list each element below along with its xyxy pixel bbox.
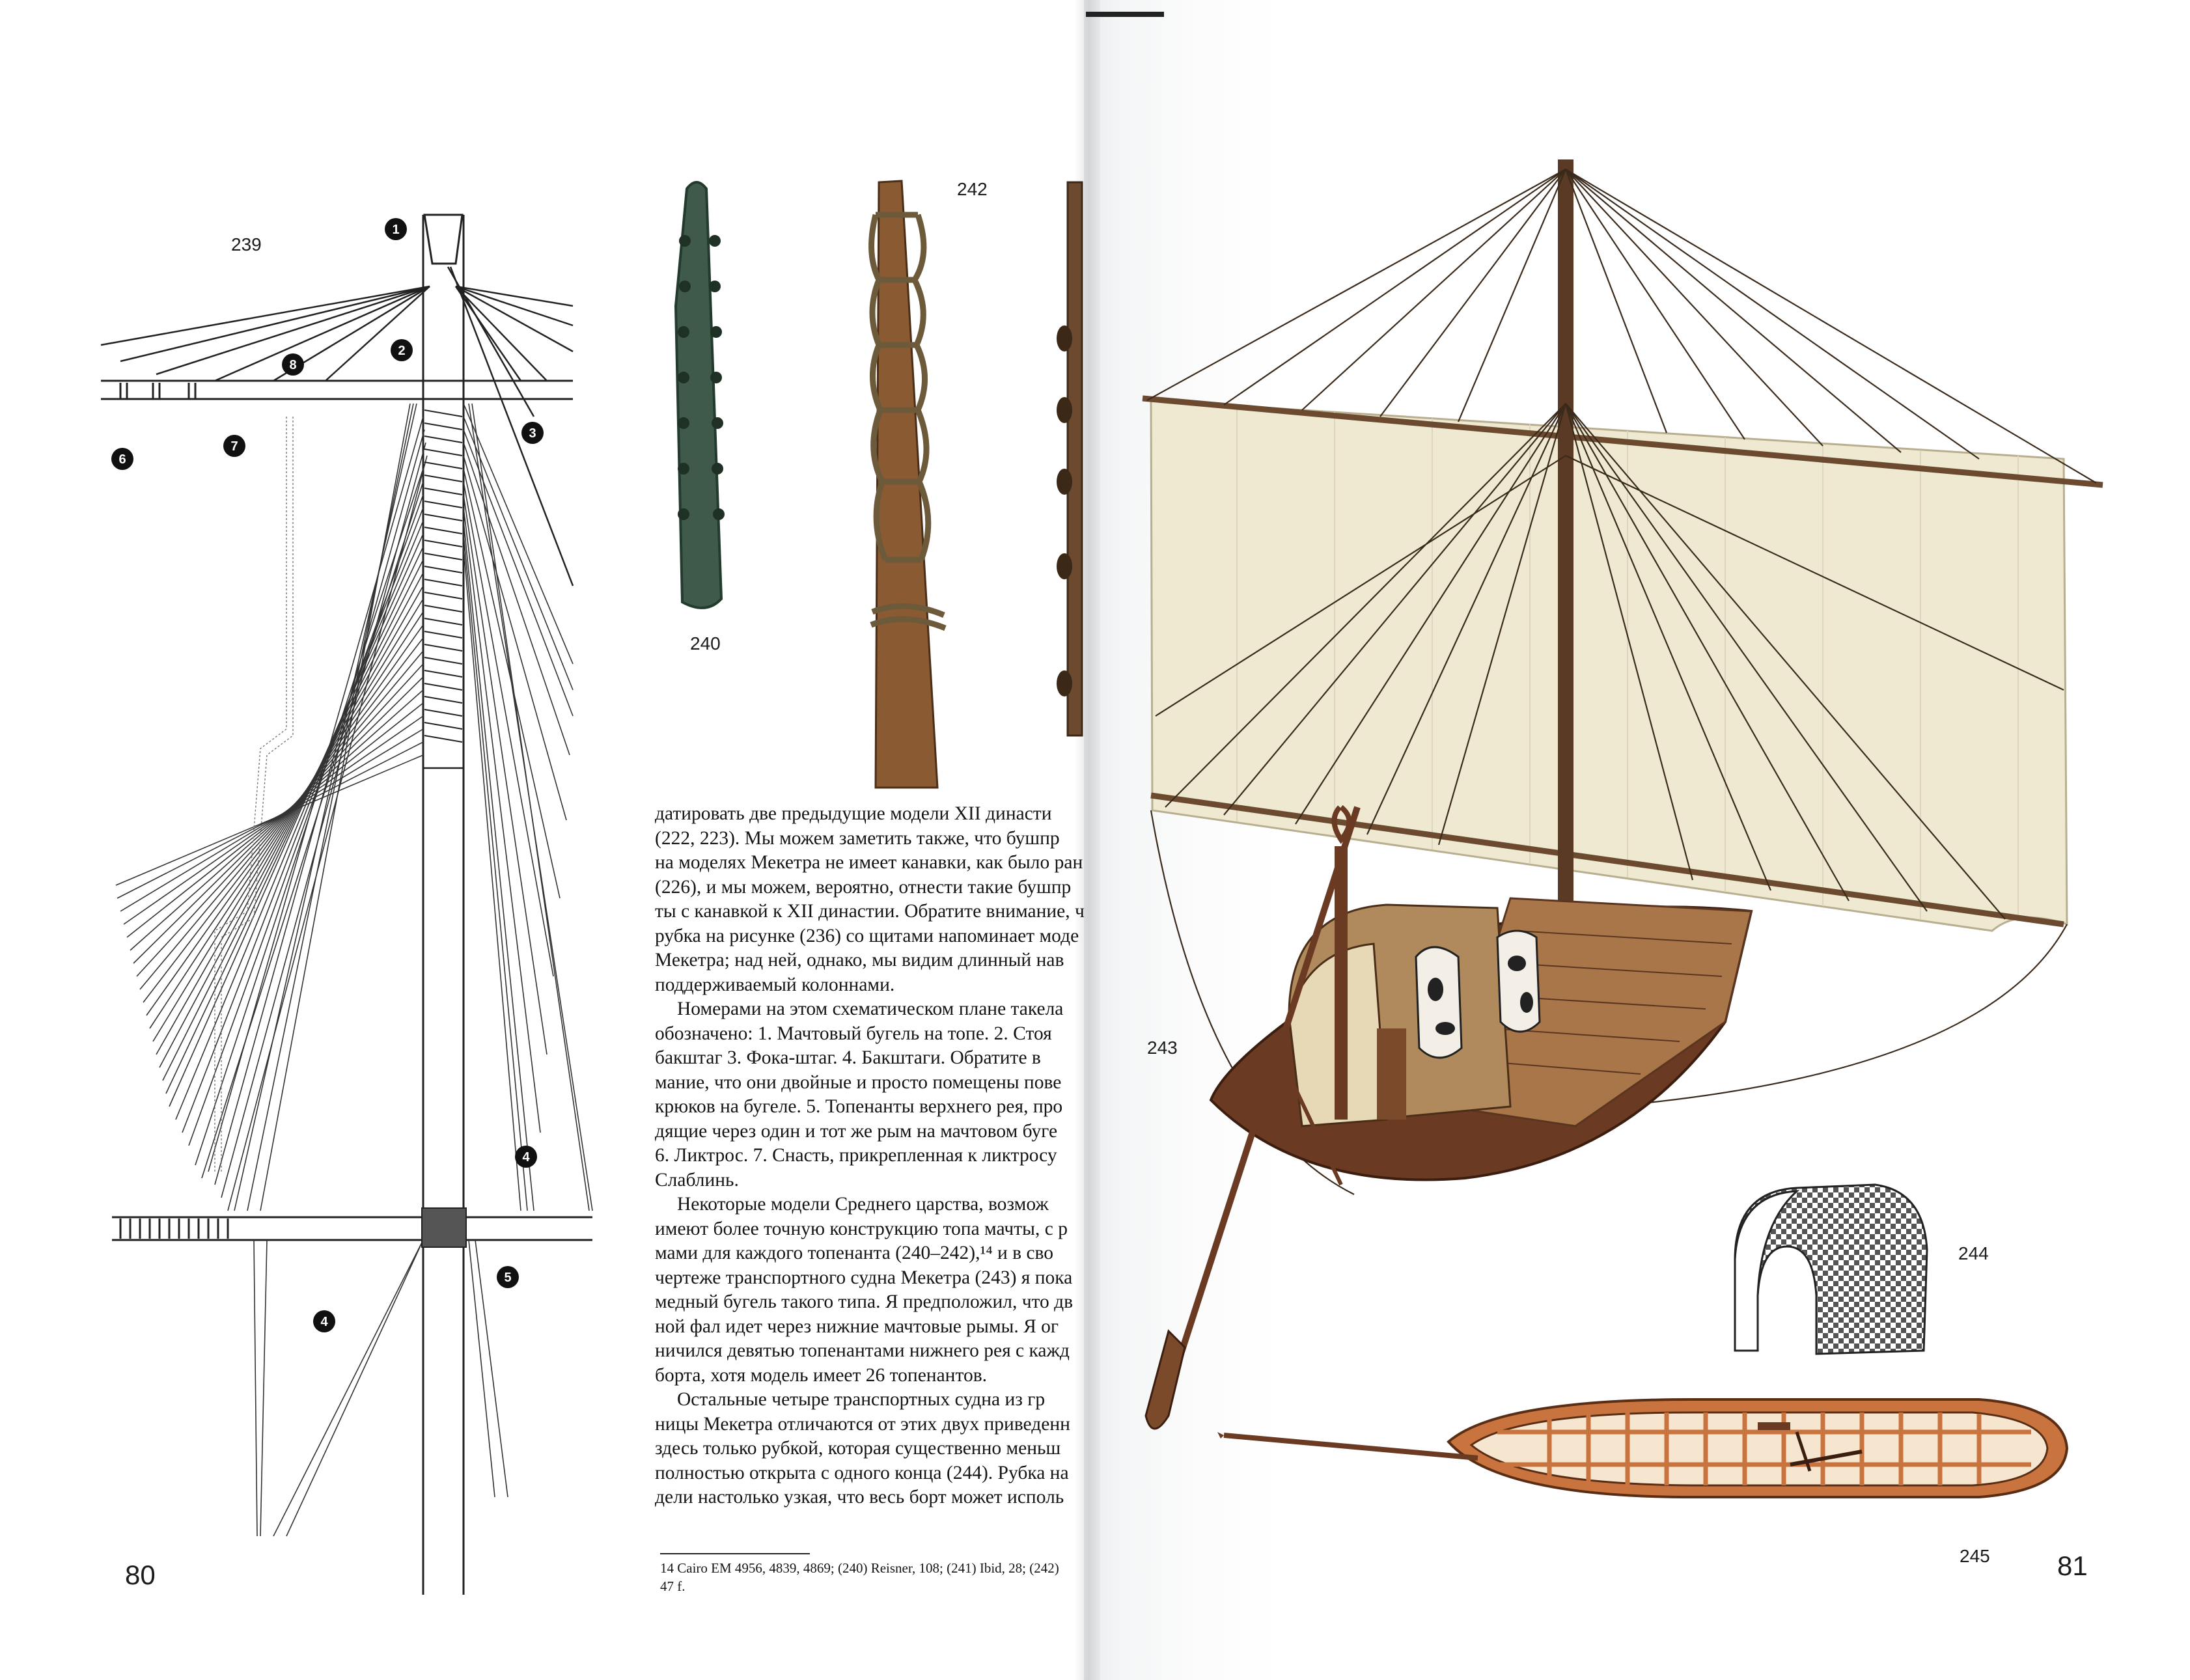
callout-4-left: 4 [313, 1310, 335, 1332]
text-line: Мекетра; над ней, однако, мы видим длинн… [655, 950, 1064, 971]
text-line: Номерами на этом схематическом плане так… [677, 998, 1064, 1019]
svg-text:3: 3 [529, 426, 536, 441]
footnote-line: 47 f. [660, 1578, 686, 1594]
text-line: датировать две предыдущие модели XII дин… [655, 803, 1052, 824]
text-line: рубка на рисунке (236) со щитами напомин… [655, 925, 1079, 946]
text-line: полностью открыта с одного конца (244). … [655, 1462, 1069, 1483]
figure-label-243: 243 [1147, 1038, 1178, 1058]
page-edge-mark [1086, 12, 1164, 17]
text-line: Некоторые модели Среднего царства, возмо… [677, 1194, 1049, 1215]
text-line: имеют более точную конструкцию топа мачт… [655, 1218, 1068, 1239]
text-line: мами для каждого топенанта (240–242),¹⁴ … [655, 1243, 1054, 1263]
text-line: медный бугель такого типа. Я предположил… [655, 1291, 1074, 1312]
text-line: бакштаг 3. Фока-штаг. 4. Бакштаги. Обрат… [655, 1047, 1041, 1068]
text-line: дящие через один и тот же рым на мачтово… [655, 1120, 1058, 1142]
text-line: обозначено: 1. Мачтовый бугель на топе. … [655, 1023, 1052, 1044]
callout-8: 8 [282, 353, 304, 376]
figure-label-240: 240 [690, 633, 721, 654]
svg-text:1: 1 [392, 223, 399, 237]
text-line: 6. Ликтрос. 7. Снасть, прикрепленная к л… [655, 1145, 1057, 1166]
footnote-divider [660, 1553, 810, 1554]
svg-text:2: 2 [398, 344, 405, 358]
text-line: здесь только рубкой, которая существенно… [655, 1438, 1061, 1459]
text-line: (222, 223). Мы можем заметить также, что… [655, 827, 1060, 849]
footnote: 14 Cairo EM 4956, 4839, 4869; (240) Reis… [660, 1559, 1090, 1595]
callout-7: 7 [223, 435, 245, 457]
text-line: мание, что они двойные и просто помещены… [655, 1071, 1062, 1093]
text-line: на моделях Мекетра не имеет канавки, как… [655, 852, 1083, 873]
text-line: дели настолько узкая, что весь борт може… [655, 1487, 1064, 1508]
text-line: (226), и мы можем, вероятно, отнести так… [655, 876, 1072, 898]
text-line: борта, хотя модель имеет 26 топенантов. [655, 1364, 988, 1386]
text-line: ничился девятью топенантами нижнего рея … [655, 1340, 1070, 1361]
callout-5: 5 [497, 1266, 519, 1288]
text-line: ной фал идет через нижние мачтовые рымы.… [655, 1315, 1059, 1337]
figure-label-244: 244 [1958, 1243, 1989, 1263]
callout-1: 1 [385, 218, 407, 240]
body-text: датировать две предыдущие модели XII дин… [655, 802, 1088, 1510]
text-line: поддерживаемый колоннами. [655, 974, 895, 995]
text-line: ницы Мекетра отличаются от этих двух при… [655, 1413, 1070, 1435]
callout-4-right: 4 [515, 1146, 537, 1168]
svg-text:6: 6 [118, 452, 126, 467]
text-line: ты с канавкой к XII династии. Обратите в… [655, 901, 1085, 922]
svg-text:4: 4 [320, 1315, 328, 1329]
svg-text:7: 7 [230, 439, 238, 454]
footnote-line: 14 Cairo EM 4956, 4839, 4869; (240) Reis… [660, 1560, 1059, 1576]
text-line: Остальные четыре транспортных судна из г… [677, 1389, 1046, 1410]
callout-6: 6 [111, 448, 133, 470]
page-number-right: 81 [2057, 1550, 2088, 1581]
figure-label-245: 245 [1960, 1546, 1990, 1566]
page-number-left: 80 [125, 1560, 156, 1590]
figure-label-242: 242 [957, 179, 988, 199]
svg-text:5: 5 [504, 1271, 511, 1285]
text-line: чертеже транспортного судна Мекетра (243… [655, 1267, 1073, 1288]
callout-3: 3 [521, 422, 544, 444]
svg-text:8: 8 [289, 358, 296, 372]
svg-text:4: 4 [522, 1150, 530, 1164]
text-line: Слаблинь. [655, 1169, 739, 1191]
callout-2: 2 [391, 339, 413, 361]
text-line: крюков на бугеле. 5. Топенанты верхнего … [655, 1096, 1063, 1117]
figure-label-239: 239 [231, 234, 262, 255]
